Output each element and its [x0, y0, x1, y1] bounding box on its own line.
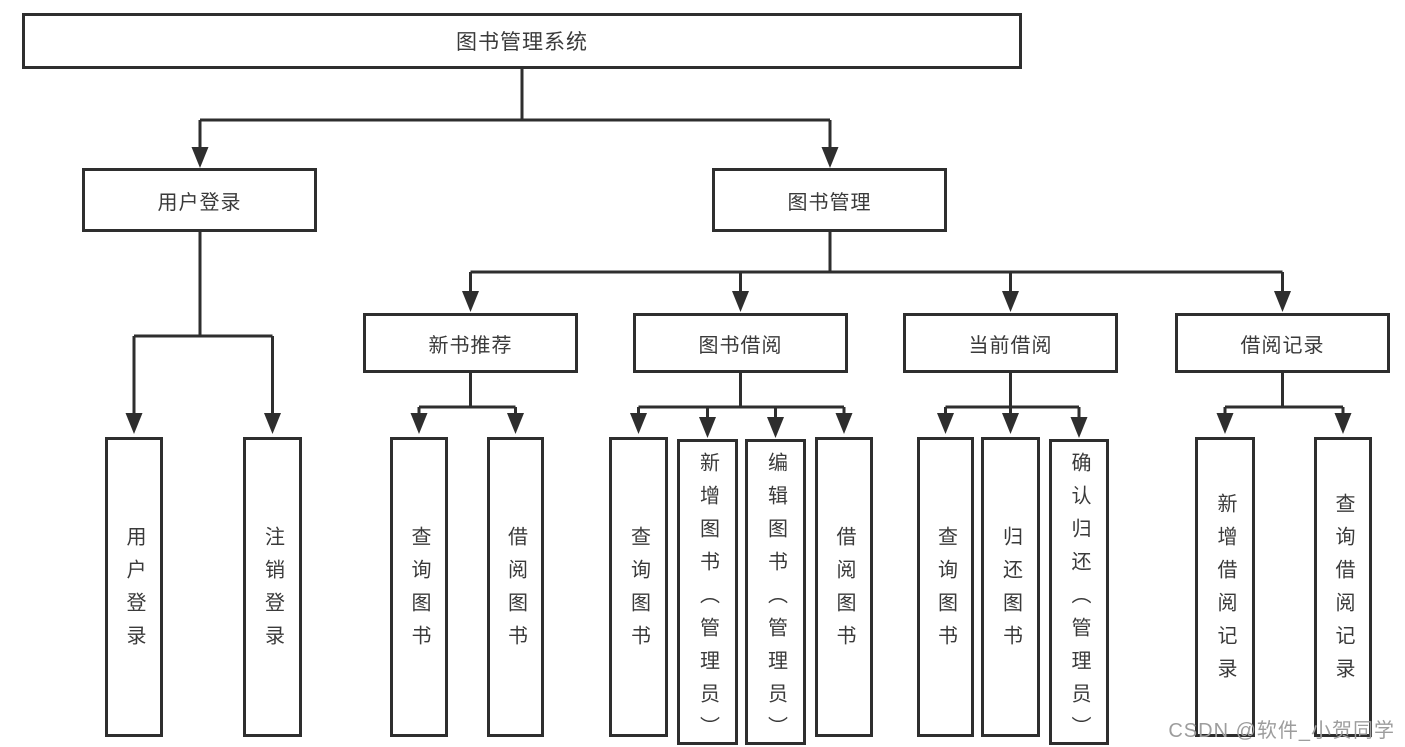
leaf-edit-book-admin: 编辑图书（管理员） [745, 439, 806, 747]
node-new-book-recommend: 新书推荐 [363, 313, 578, 373]
leaf-query-books-current: 查询图书 [917, 437, 974, 737]
leaf-confirm-return-admin: 确认归还（管理员） [1049, 439, 1109, 747]
leaf-borrow-books-recommend: 借阅图书 [487, 437, 544, 737]
leaf-user-login: 用户登录 [105, 437, 163, 737]
node-book-borrow: 图书借阅 [633, 313, 848, 373]
node-book-management: 图书管理 [712, 168, 947, 232]
leaf-query-books-borrow: 查询图书 [609, 437, 668, 737]
node-user-login: 用户登录 [82, 168, 317, 232]
node-current-borrow: 当前借阅 [903, 313, 1118, 373]
leaf-logout: 注销登录 [243, 437, 302, 737]
node-root: 图书管理系统 [22, 13, 1022, 69]
watermark: CSDN @软件_小贺同学 [1168, 720, 1395, 742]
leaf-query-books-recommend: 查询图书 [390, 437, 448, 737]
leaf-return-book: 归还图书 [981, 437, 1040, 737]
leaf-add-borrow-record: 新增借阅记录 [1195, 437, 1255, 737]
leaf-query-borrow-record: 查询借阅记录 [1314, 437, 1372, 737]
leaf-add-book-admin: 新增图书（管理员） [677, 439, 738, 747]
leaf-borrow-books: 借阅图书 [815, 437, 873, 737]
node-borrow-records: 借阅记录 [1175, 313, 1390, 373]
